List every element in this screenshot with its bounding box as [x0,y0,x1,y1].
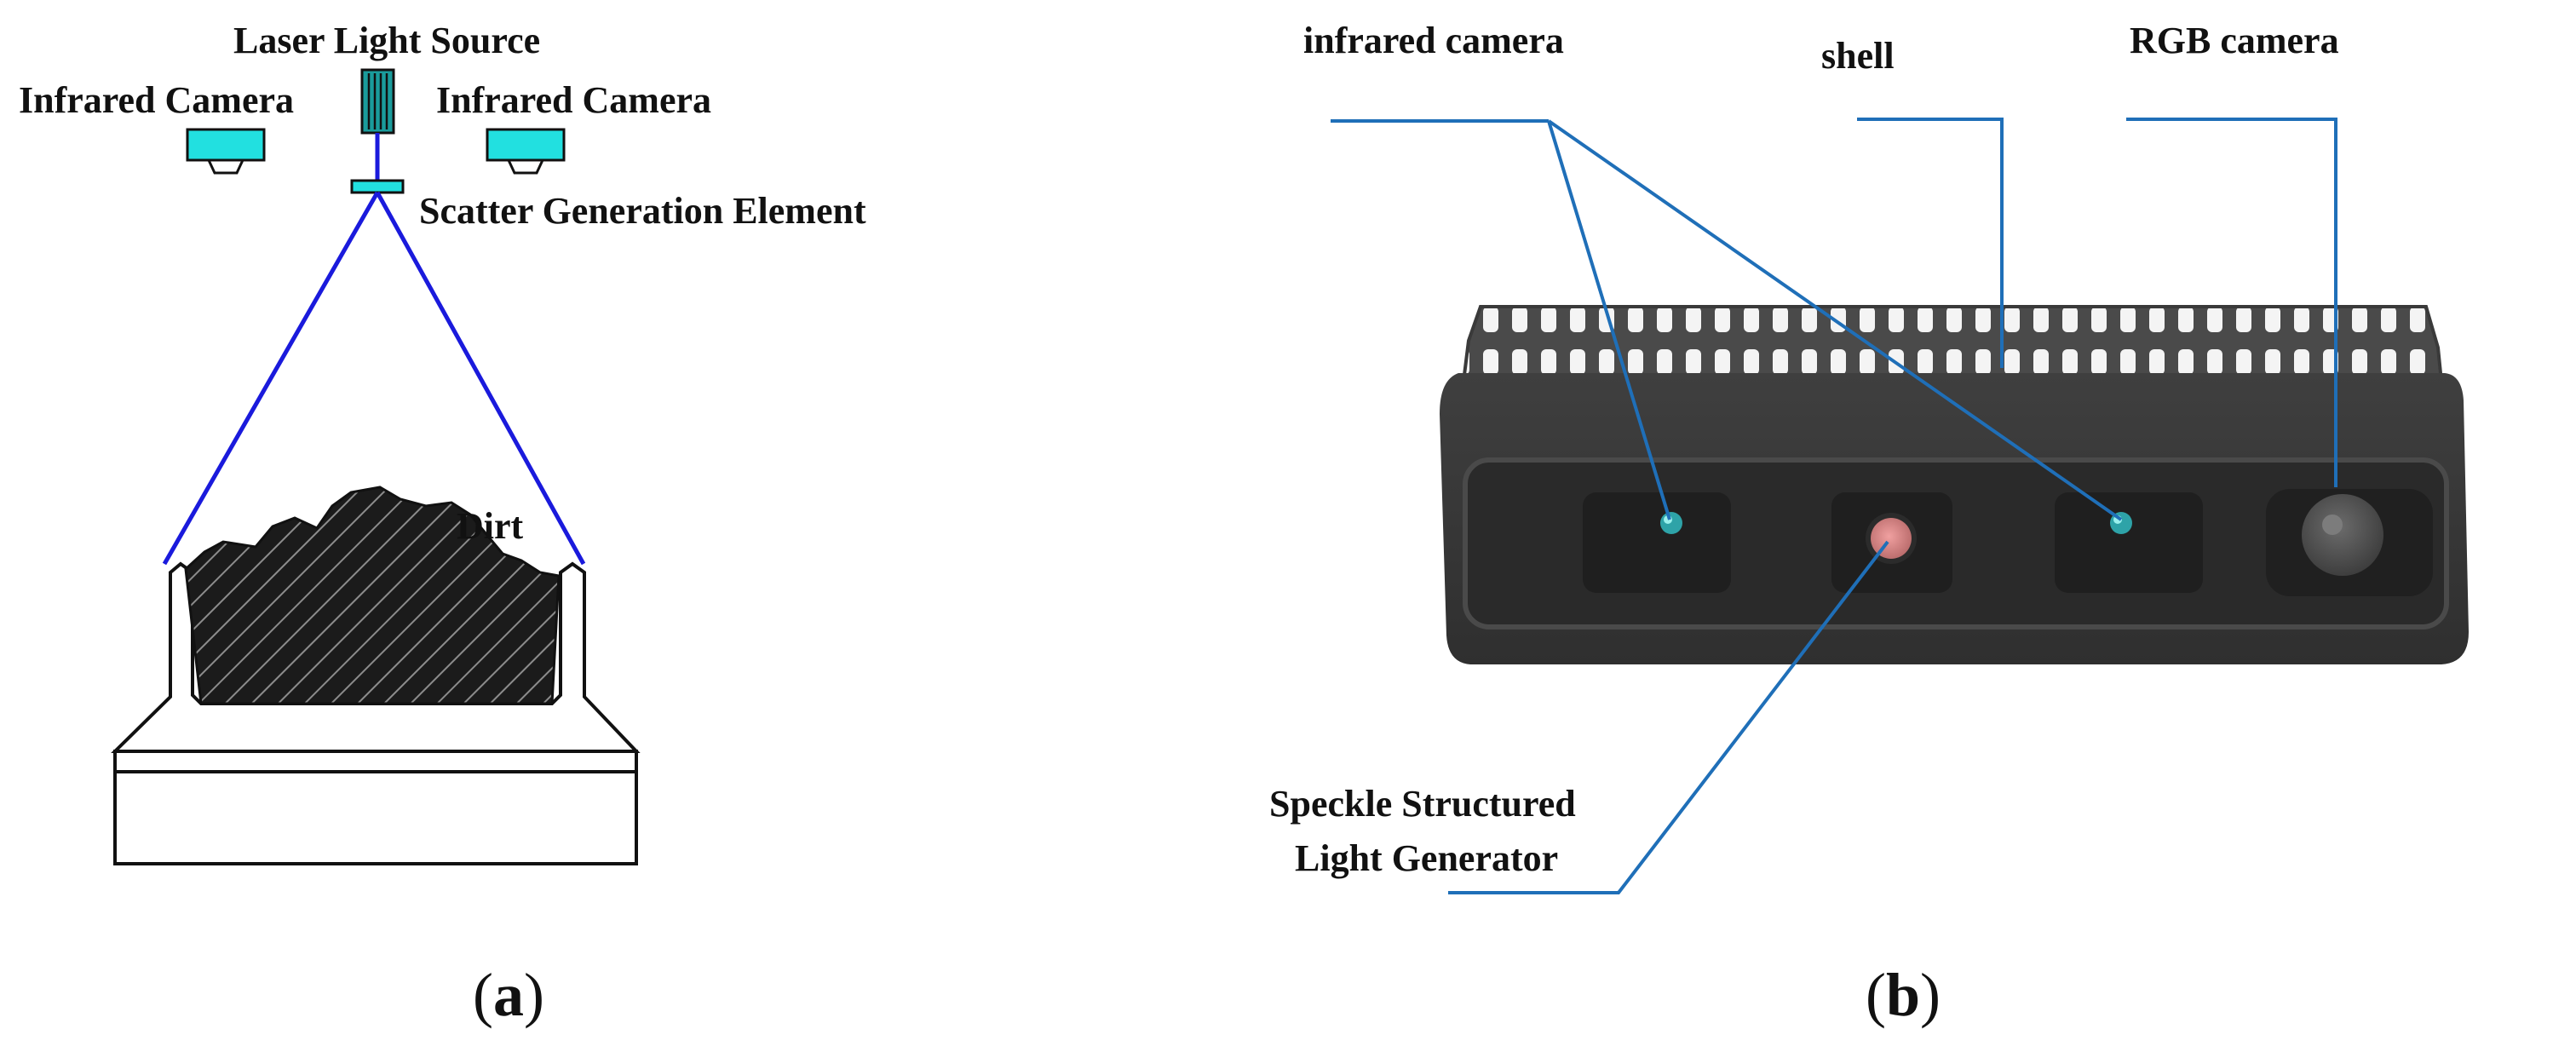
panel-b-caption-close: ) [1920,961,1941,1029]
infrared-camera-left-label: Infrared Camera [19,79,294,121]
infrared-camera-left-icon [186,128,266,175]
leader-speckle [1448,540,1889,894]
shell-label: shell [1821,35,1895,77]
panel-a-caption: (a) [473,961,544,1029]
panel-a-caption-close: ) [524,961,544,1029]
panel-b-device: infrared camera shell RGB camera Speckle… [1269,20,2469,1029]
panel-a-caption-open: ( [473,961,493,1029]
infrared-camera-right-icon [486,128,566,175]
rgb-camera-label: RGB camera [2130,20,2339,61]
panel-b-caption-letter: b [1886,961,1920,1029]
panel-b-caption-open: ( [1866,961,1886,1029]
beam-left [162,191,380,566]
leader-infrared-right [1547,119,2123,521]
laser-light-source-label: Laser Light Source [233,20,540,61]
speckle-label-line2: Light Generator [1295,837,1558,879]
scatter-generation-element-icon [350,179,405,194]
infrared-camera-right-label: Infrared Camera [436,79,711,121]
leader-shell [1857,118,2004,368]
scatter-generation-element-label: Scatter Generation Element [419,190,866,232]
panel-b-caption: (b) [1866,961,1941,1029]
leader-infrared-left [1547,120,1671,520]
rgb-camera-lens [2266,489,2433,596]
speckle-label-line1: Speckle Structured [1269,783,1576,825]
speckle-light-generator-lens [1831,492,1952,593]
dirt-pile [184,486,561,705]
infrared-camera-lens-left [1583,492,1731,593]
beam-right [375,191,586,566]
leader-lines [1331,118,2337,894]
infrared-camera-lens-right [2055,492,2203,593]
infrared-camera-label: infrared camera [1303,20,1564,61]
leader-rgb-camera [2126,118,2337,487]
laser-light-source-icon [360,68,395,135]
panel-a-schematic: Laser Light Source Infrared Camera Infra… [19,20,866,1029]
panel-a-caption-letter: a [493,961,524,1029]
dirt-label: Dirt [457,505,524,547]
